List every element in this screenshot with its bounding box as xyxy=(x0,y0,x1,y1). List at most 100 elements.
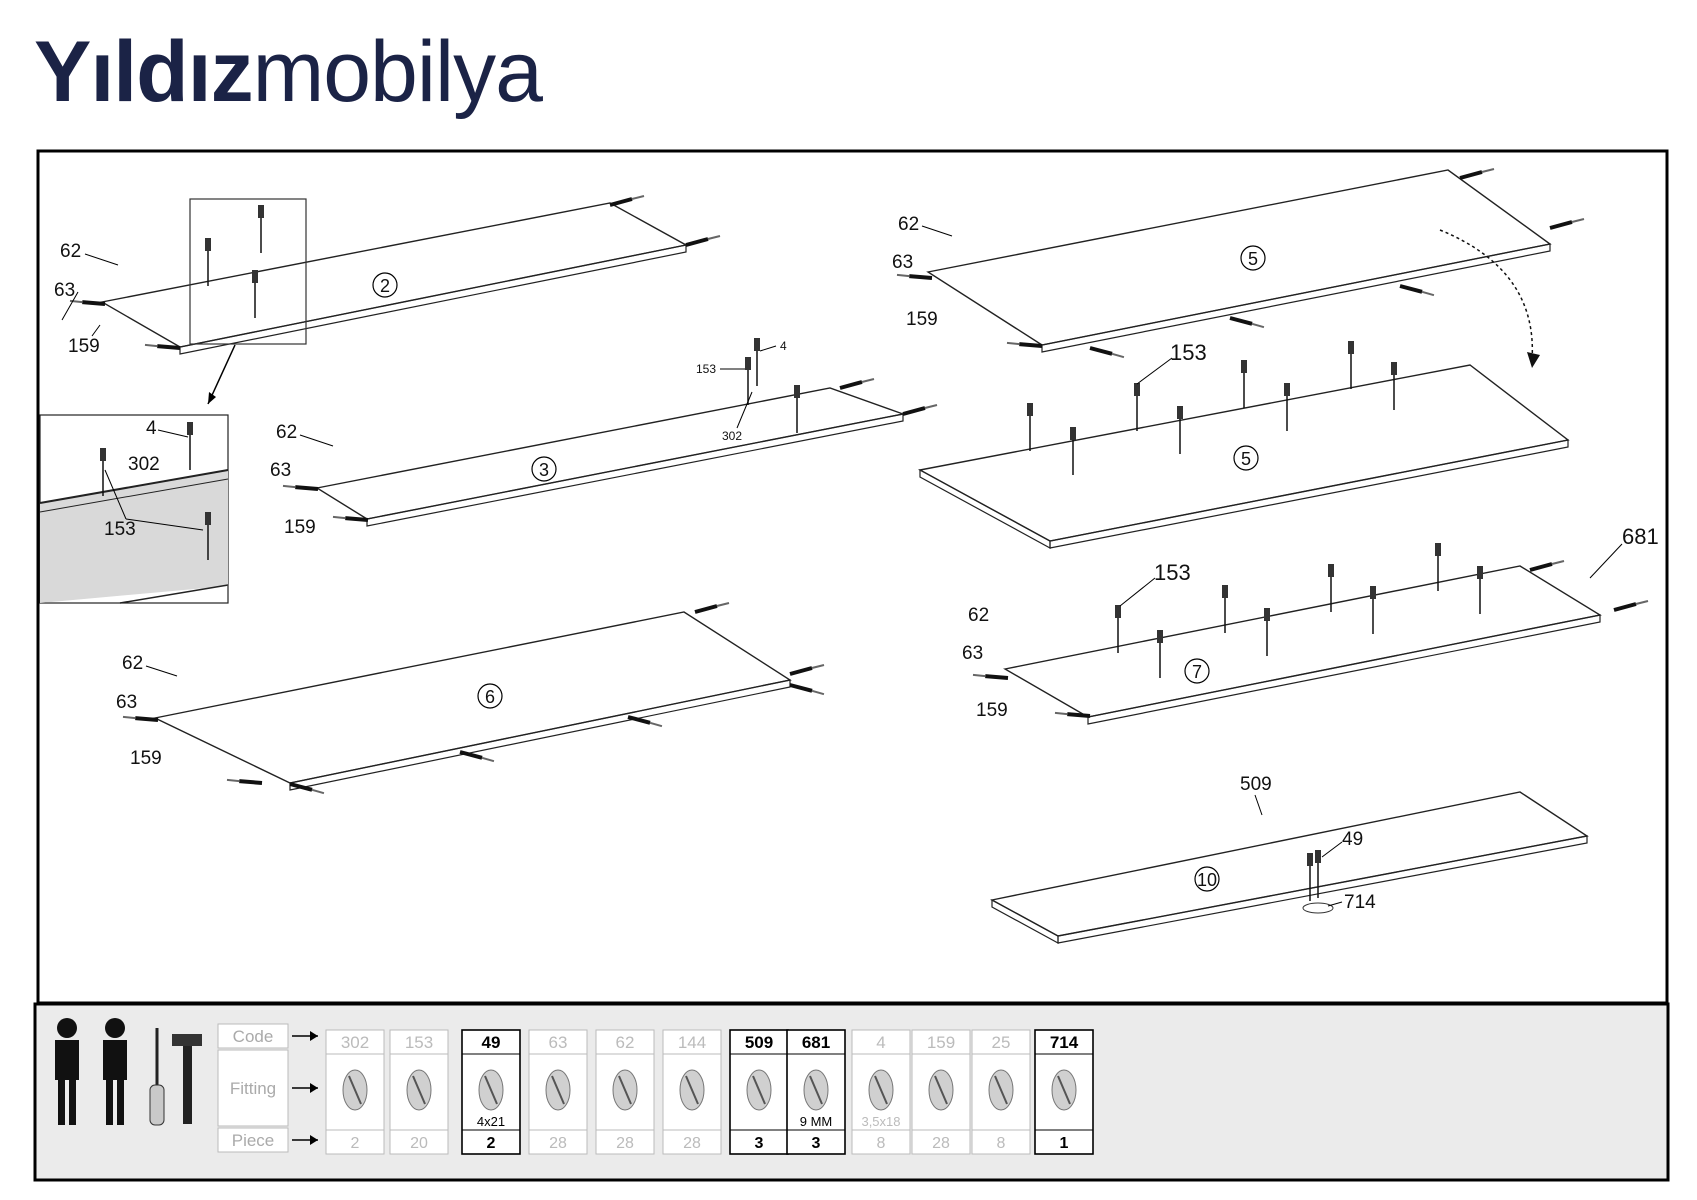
ring-pull-icon xyxy=(1051,1069,1077,1111)
panel-7: 7 62 63 159 153 681 xyxy=(962,524,1659,727)
p5-callout-159: 159 xyxy=(906,309,938,330)
fitting-code: 4 xyxy=(876,1033,885,1052)
brand-logo-bold: Yıldız xyxy=(34,24,254,120)
fitting-code: 509 xyxy=(745,1033,773,1052)
dowel-screw-icon xyxy=(406,1069,432,1111)
screw-icon xyxy=(478,1069,504,1111)
p6-callout-62: 62 xyxy=(122,653,143,674)
fitting-code: 62 xyxy=(616,1033,635,1052)
fitting-size: 9 MM xyxy=(800,1114,833,1129)
panel-3: 3 62 63 159 153 4 302 xyxy=(270,337,939,538)
fitting-piece: 28 xyxy=(549,1135,567,1152)
fitting-code: 144 xyxy=(678,1033,706,1052)
cam-lock-icon xyxy=(612,1069,638,1111)
p3-callout-63: 63 xyxy=(270,460,291,481)
hammer-icon xyxy=(172,1034,202,1124)
fitting-144: 144 28 xyxy=(662,1029,722,1155)
p2-callout-63: 63 xyxy=(54,280,75,301)
panel-5-top: 5 62 63 159 xyxy=(892,167,1586,368)
step-7-number: 7 xyxy=(1192,662,1202,682)
p10-callout-714: 714 xyxy=(1344,892,1376,913)
p10-callout-49: 49 xyxy=(1342,829,1363,850)
fitting-code: 25 xyxy=(992,1033,1011,1052)
fitting-piece: 3 xyxy=(755,1135,764,1152)
p3-callout-4: 4 xyxy=(780,339,787,353)
fitting-153: 153 20 xyxy=(389,1029,449,1155)
cover-cap-icon xyxy=(679,1069,705,1111)
p7-callout-159: 159 xyxy=(976,700,1008,721)
fitting-size: 3,5x18 xyxy=(861,1114,900,1129)
p2-callout-62: 62 xyxy=(60,241,81,262)
step-6-number: 6 xyxy=(485,687,495,707)
step-5-top-number: 5 xyxy=(1248,249,1258,269)
p3-callout-302: 302 xyxy=(722,429,742,443)
fitting-code: 153 xyxy=(405,1033,433,1052)
row-arrow-head xyxy=(310,1135,318,1145)
fitting-714: 714 1 xyxy=(1034,1029,1094,1155)
fitting-25: 25 8 xyxy=(971,1029,1031,1155)
step-3-number: 3 xyxy=(539,460,549,480)
p7-callout-681: 681 xyxy=(1622,524,1659,549)
fitting-piece: 2 xyxy=(487,1135,496,1152)
row-arrow-head xyxy=(310,1083,318,1093)
brand-logo-light: mobilya xyxy=(252,24,543,120)
step-2-number: 2 xyxy=(380,276,390,296)
p5-callout-63: 63 xyxy=(892,252,913,273)
p6-callout-159: 159 xyxy=(130,748,162,769)
detail-callout-153: 153 xyxy=(104,519,136,540)
fitting-piece: 3 xyxy=(812,1135,821,1152)
detail-box xyxy=(189,198,307,345)
row-label-cell xyxy=(217,1049,289,1127)
long-screw-icon xyxy=(988,1069,1014,1111)
small-screw-icon xyxy=(868,1069,894,1111)
fitting-piece: 28 xyxy=(683,1135,701,1152)
fitting-piece: 8 xyxy=(877,1135,886,1152)
screwdriver-icon xyxy=(149,1028,165,1126)
fitting-code: 63 xyxy=(549,1033,568,1052)
fitting-piece: 1 xyxy=(1060,1135,1069,1152)
panel-6: 6 62 63 159 xyxy=(116,601,826,803)
fitting-piece: 8 xyxy=(997,1135,1006,1152)
p3-callout-62: 62 xyxy=(276,422,297,443)
p7-callout-62: 62 xyxy=(968,605,989,626)
brand-logo: Yıldızmobilya xyxy=(34,22,543,122)
fitting-code: 159 xyxy=(927,1033,955,1052)
fitting-509: 509 3 xyxy=(729,1029,789,1155)
wood-dowel-icon xyxy=(928,1069,954,1111)
fittings-table: CodeFittingPiece302215320494x21263286228… xyxy=(217,1023,1094,1155)
fitting-piece: 28 xyxy=(616,1135,634,1152)
p6-callout-63: 63 xyxy=(116,692,137,713)
fitting-code: 49 xyxy=(482,1033,501,1052)
fitting-62: 62 28 xyxy=(595,1029,655,1155)
detail-inset: 4 302 153 xyxy=(39,414,229,604)
row-label-cell xyxy=(217,1023,289,1049)
step-10-number: 10 xyxy=(1197,870,1217,890)
p3-callout-159: 159 xyxy=(284,517,316,538)
fitting-code: 302 xyxy=(341,1033,369,1052)
step-5-bottom-number: 5 xyxy=(1241,449,1251,469)
p7-callout-153: 153 xyxy=(1154,560,1191,585)
fitting-size: 4x21 xyxy=(477,1114,505,1129)
people-icon xyxy=(55,1018,127,1125)
hinge-icon xyxy=(746,1069,772,1111)
fitting-49: 49 4x21 2 xyxy=(461,1029,521,1155)
detail-callout-4: 4 xyxy=(146,418,157,439)
panel-2: 2 62 63 159 xyxy=(54,194,722,405)
fitting-63: 63 28 xyxy=(528,1029,588,1155)
row-label-cell xyxy=(217,1127,289,1153)
p2-callout-159: 159 xyxy=(68,336,100,357)
panel-5-bottom: 5 153 xyxy=(917,340,1570,550)
row-label-text: Code xyxy=(233,1027,274,1046)
hinge-plate-icon xyxy=(803,1069,829,1111)
p7-callout-63: 63 xyxy=(962,643,983,664)
p5-callout-62: 62 xyxy=(898,214,919,235)
cam-cover-icon xyxy=(342,1069,368,1111)
panel-10: 10 509 49 714 xyxy=(989,774,1589,945)
row-label-text: Piece xyxy=(232,1131,275,1150)
fitting-piece: 20 xyxy=(410,1135,428,1152)
fitting-code: 714 xyxy=(1050,1033,1079,1052)
p3-callout-153: 153 xyxy=(696,362,716,376)
